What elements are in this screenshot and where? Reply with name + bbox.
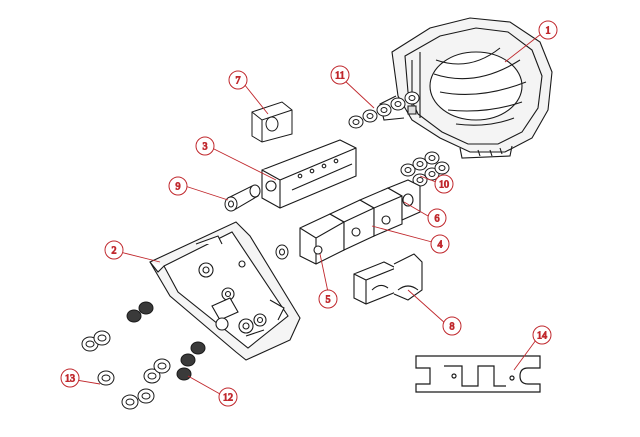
svg-text:11: 11 bbox=[335, 71, 345, 82]
callout-10: 10 bbox=[434, 174, 454, 194]
svg-text:9: 9 bbox=[176, 182, 181, 193]
part-4-terminal-block bbox=[330, 188, 402, 250]
svg-text:13: 13 bbox=[65, 374, 75, 385]
svg-text:10: 10 bbox=[439, 180, 449, 191]
svg-text:4: 4 bbox=[438, 240, 443, 251]
svg-text:2: 2 bbox=[112, 246, 117, 257]
part-9-cylinder bbox=[225, 185, 260, 211]
part-14-flat-rail bbox=[416, 356, 540, 392]
svg-text:14: 14 bbox=[537, 331, 547, 342]
screws-dark bbox=[127, 302, 205, 380]
part-8-clamp bbox=[354, 254, 422, 304]
part-1-rotor-housing bbox=[380, 18, 552, 158]
callout-3: 3 bbox=[195, 136, 215, 156]
part-13-washers bbox=[82, 331, 170, 409]
svg-text:1: 1 bbox=[546, 26, 551, 37]
callout-4: 4 bbox=[430, 234, 450, 254]
svg-text:6: 6 bbox=[435, 214, 440, 225]
callout-6: 6 bbox=[427, 208, 447, 228]
callout-7: 7 bbox=[228, 70, 248, 90]
callout-5: 5 bbox=[318, 289, 338, 309]
part-10-nut-cluster bbox=[401, 152, 449, 186]
callout-2: 2 bbox=[104, 240, 124, 260]
part-7-bracket bbox=[252, 102, 292, 142]
svg-text:3: 3 bbox=[203, 142, 208, 153]
callout-bubbles: 1 2 3 4 5 6 7 8 9 10 11 12 13 14 bbox=[60, 20, 558, 407]
callout-12: 12 bbox=[218, 387, 238, 407]
part-5-terminal-block bbox=[300, 214, 344, 264]
part-3-block bbox=[262, 140, 356, 208]
washer-small bbox=[276, 245, 288, 259]
callout-leaders bbox=[75, 33, 542, 395]
svg-text:5: 5 bbox=[326, 295, 331, 306]
callout-13: 13 bbox=[60, 368, 80, 388]
callout-8: 8 bbox=[442, 316, 462, 336]
callout-14: 14 bbox=[532, 325, 552, 345]
svg-text:7: 7 bbox=[236, 76, 241, 87]
part-2-base-housing bbox=[150, 222, 300, 360]
callout-9: 9 bbox=[168, 176, 188, 196]
part-11-nut-row bbox=[349, 92, 419, 128]
svg-text:8: 8 bbox=[450, 322, 455, 333]
callout-11: 11 bbox=[330, 65, 350, 85]
callout-1: 1 bbox=[538, 20, 558, 40]
svg-text:12: 12 bbox=[223, 393, 233, 404]
